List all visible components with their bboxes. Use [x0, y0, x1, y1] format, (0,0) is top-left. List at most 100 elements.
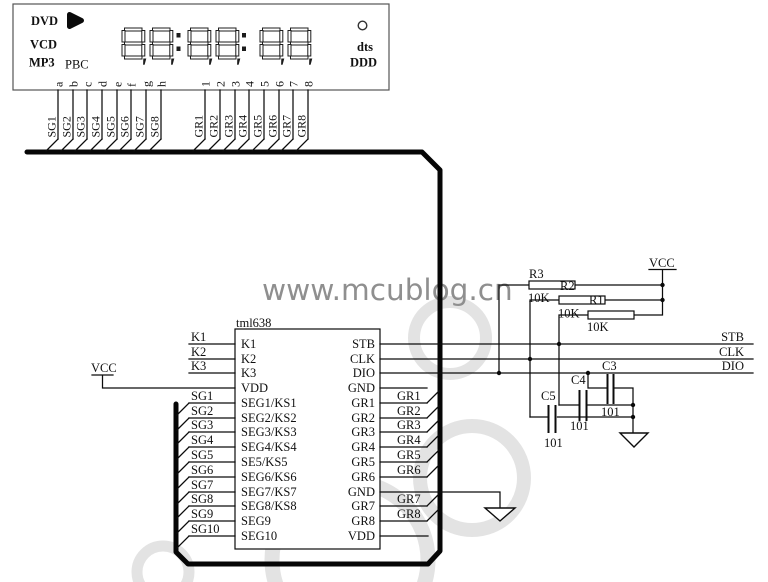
c3-value: 101 [601, 405, 620, 419]
capacitor-wires [529, 372, 634, 434]
chip-left-pin-names: K1 K2 K3 VDD SEG1/KS1 SEG2/KS2 SEG3/KS3 … [241, 337, 297, 543]
net-label: SG3 [191, 418, 213, 432]
chip-pin-label: SE5/KS5 [241, 455, 288, 469]
c4-ref: C4 [571, 373, 586, 387]
seg-pin-letter: a [52, 81, 66, 87]
seg-pin-letter: c [81, 82, 95, 87]
display-connector-bus [24, 149, 443, 567]
chip-pin-label: VDD [241, 381, 268, 395]
net-label: SG5 [191, 448, 213, 462]
net-label-dio: DIO [722, 359, 744, 373]
net-label: GR4 [397, 433, 421, 447]
chip-pin-label: DIO [353, 366, 375, 380]
grid-pin-number: 5 [258, 81, 272, 87]
grid-pin-number: 7 [287, 81, 301, 87]
net-label: GR1 [192, 115, 206, 138]
grid-pin-number: 8 [302, 81, 316, 87]
chip-pin-label: SEG7/KS7 [241, 485, 297, 499]
seg-pin-letter: b [67, 81, 81, 87]
play-icon [67, 12, 84, 29]
display-segment-pin-letters: a b c d e f g h 1 2 3 4 5 6 7 8 [52, 81, 316, 87]
net-label: SG1 [45, 116, 59, 137]
net-label: GR6 [397, 463, 421, 477]
mp3-label: MP3 [29, 56, 55, 70]
pbc-label: PBC [65, 58, 89, 72]
grid-pin-number: 6 [273, 81, 287, 87]
r2-value: 10K [558, 307, 580, 321]
net-label: SG7 [191, 478, 213, 492]
net-label: SG6 [191, 463, 213, 477]
c5-value: 101 [544, 436, 563, 450]
resistor-r3 [528, 280, 576, 290]
net-label: GR2 [397, 404, 421, 418]
seg-net-labels: SG1 SG2 SG3 SG4 SG5 SG6 SG7 SG8 SG9 SG10 [191, 389, 219, 536]
chip-pin-label: GR6 [351, 470, 375, 484]
chip-pin-label: CLK [350, 352, 375, 366]
net-label-k1: K1 [191, 330, 206, 344]
grid-hatches [426, 389, 441, 522]
seg-pin-letter: f [125, 83, 139, 87]
chip-pin-label: SEG2/KS2 [241, 411, 297, 425]
chip-pin-label: GR4 [351, 440, 375, 454]
net-label: GR2 [207, 115, 221, 138]
r2-ref: R2 [560, 279, 575, 293]
net-label: SG9 [191, 507, 213, 521]
ddd-label: DDD [350, 56, 377, 70]
net-label: SG4 [89, 116, 103, 137]
vcc-right-label: VCC [649, 256, 675, 270]
chip-pin-label: SEG1/KS1 [241, 396, 297, 410]
net-label: GR8 [295, 115, 309, 138]
seg-pin-letter: d [96, 81, 110, 87]
chip-pin-label: SEG8/KS8 [241, 499, 297, 513]
grid-wires [379, 402, 428, 522]
grid-pin-number: 4 [243, 81, 257, 87]
chip-title: tml638 [236, 316, 271, 330]
net-label: GR3 [222, 115, 236, 138]
grid-pin-number: 2 [214, 81, 228, 87]
net-label: GR7 [280, 115, 294, 138]
c5-ref: C5 [541, 389, 556, 403]
chip-pin-label: STB [352, 337, 375, 351]
gnd2-wire [379, 491, 501, 509]
vcc-left-wire [91, 374, 236, 389]
c4-value: 101 [570, 419, 589, 433]
chip-pin-label: VDD [348, 529, 375, 543]
grid-pin-number: 3 [229, 81, 243, 87]
chip-pin-label: GR1 [351, 396, 375, 410]
net-label: GR7 [397, 492, 421, 506]
net-label-stb: STB [721, 330, 744, 344]
net-label: SG2 [60, 116, 74, 137]
net-label: SG8 [148, 116, 162, 137]
seg-wires [188, 402, 236, 537]
r3-value: 10K [528, 291, 550, 305]
net-label: SG3 [74, 116, 88, 137]
net-label: SG7 [133, 116, 147, 137]
net-label: GR6 [266, 115, 280, 138]
net-label: SG1 [191, 389, 213, 403]
dvd-label: DVD [31, 14, 58, 28]
r1-ref: R1 [589, 293, 604, 307]
net-label: GR3 [397, 418, 421, 432]
dts-label: dts [357, 40, 373, 54]
chip-pin-label: K3 [241, 366, 256, 380]
net-label-k3: K3 [191, 359, 206, 373]
chip-pin-label: SEG4/KS4 [241, 440, 297, 454]
display-pin-hatches [45, 138, 309, 152]
chip-pin-label: SEG9 [241, 514, 271, 528]
r1-value: 10K [587, 320, 609, 334]
vcc-left-label: VCC [91, 361, 117, 375]
watermark-text: www.mcublog.cn [262, 273, 513, 307]
resistor-r1 [587, 310, 635, 320]
vcd-label: VCD [30, 38, 57, 52]
c3-ref: C3 [602, 359, 617, 373]
net-label: SG10 [191, 522, 219, 536]
net-label: SG4 [191, 433, 214, 447]
chip-pin-label: GR8 [351, 514, 375, 528]
grid-pin-number: 1 [199, 81, 213, 87]
junction-dots [496, 282, 665, 420]
net-label: SG6 [118, 116, 132, 137]
resistor-r2 [558, 295, 606, 305]
net-label: SG8 [191, 492, 213, 506]
net-label: SG5 [104, 116, 118, 137]
seg-pin-letter: h [155, 81, 169, 87]
